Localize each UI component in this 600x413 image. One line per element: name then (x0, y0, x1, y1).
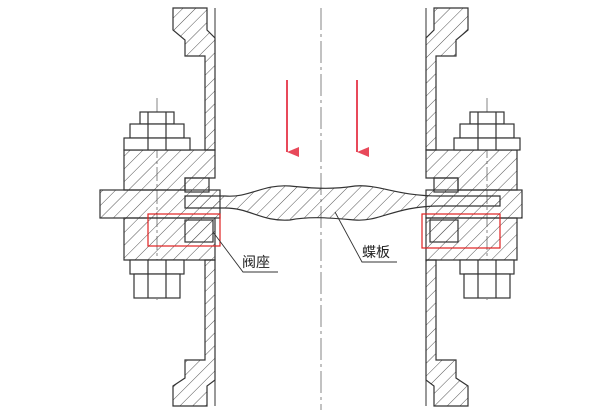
butterfly-disc-label: 蝶板 (362, 245, 390, 261)
upper-right-nut (453, 111, 521, 151)
left-upper-seat (184, 177, 210, 193)
left-valve-seat (184, 219, 214, 243)
lower-left-nut (129, 259, 185, 299)
butterfly-disc-leader-line (334, 211, 397, 263)
valve-seat-leader-line (212, 231, 278, 273)
butterfly-disc (184, 185, 501, 221)
upper-left-nut (123, 111, 191, 151)
lower-right-pipe-wall (425, 259, 469, 407)
lower-right-nut (459, 259, 515, 299)
right-upper-seat (433, 177, 459, 193)
right-valve-seat (429, 219, 459, 243)
valve-seat-label: 阀座 (242, 255, 270, 271)
left-seat-highlight-box (147, 213, 221, 247)
right-seat-highlight-box (421, 213, 501, 249)
